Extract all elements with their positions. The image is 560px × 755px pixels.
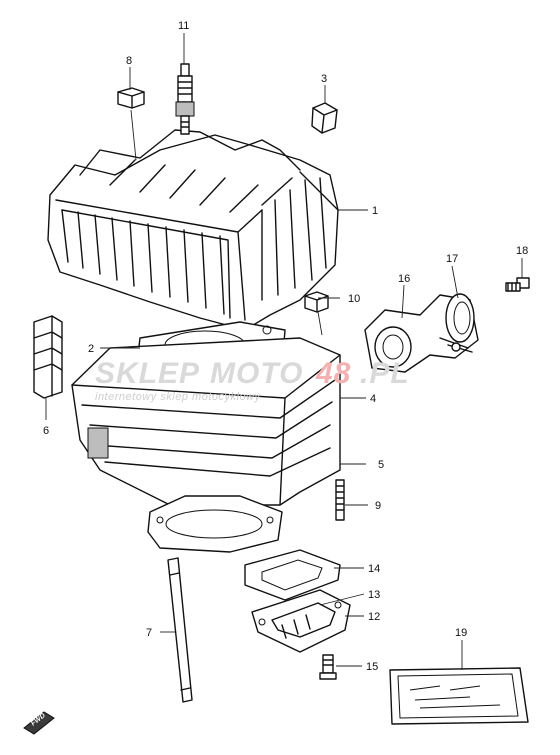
callout-15: 15 [366,661,378,673]
callout-11: 11 [178,20,189,32]
spark-plug [175,63,195,135]
watermark-text-3: 48 [315,357,351,390]
stud-9 [335,479,345,521]
callouts: 1 2 3 4 5 6 7 8 9 10 11 12 13 14 15 16 1… [43,20,528,673]
callout-2: 2 [88,343,94,355]
reed-gasket-14 [244,549,341,601]
callout-13: 13 [368,589,380,601]
watermark-tagline: internetowy sklep motocyklowy [95,391,262,403]
callout-14: 14 [368,563,380,575]
bolt-18 [505,277,530,292]
intake-pipe [364,293,479,373]
callout-19: 19 [455,627,467,639]
callout-9: 9 [375,500,381,512]
watermark-text-1: SKLEP [95,357,200,390]
callout-18: 18 [516,245,528,257]
callout-8: 8 [126,55,132,67]
cap-3 [311,102,338,134]
watermark: SKLEP MOTO 48 .PL internetowy sklep moto… [95,357,410,403]
stud-7 [167,557,193,703]
callout-16: 16 [398,273,410,285]
callout-7: 7 [146,627,152,639]
bolt-15 [319,654,337,680]
reed-valve-12 [251,589,351,653]
plate-19 [389,667,529,725]
callout-6: 6 [43,425,49,437]
cap-nut-8 [117,87,145,109]
watermark-text-2: MOTO [210,357,303,390]
nut-10 [304,291,329,313]
cylinder-head [47,129,339,331]
callout-3: 3 [321,73,327,85]
leader-lines [45,33,523,670]
callout-5: 5 [378,459,384,471]
forward-mark: FWD [23,711,55,735]
callout-17: 17 [446,253,458,265]
callout-4: 4 [370,393,376,405]
watermark-text-4: .PL [360,357,410,390]
callout-10: 10 [348,293,360,305]
damper-6 [33,315,63,399]
callout-1: 1 [372,205,378,217]
base-gasket [147,495,283,553]
callout-12: 12 [368,611,380,623]
